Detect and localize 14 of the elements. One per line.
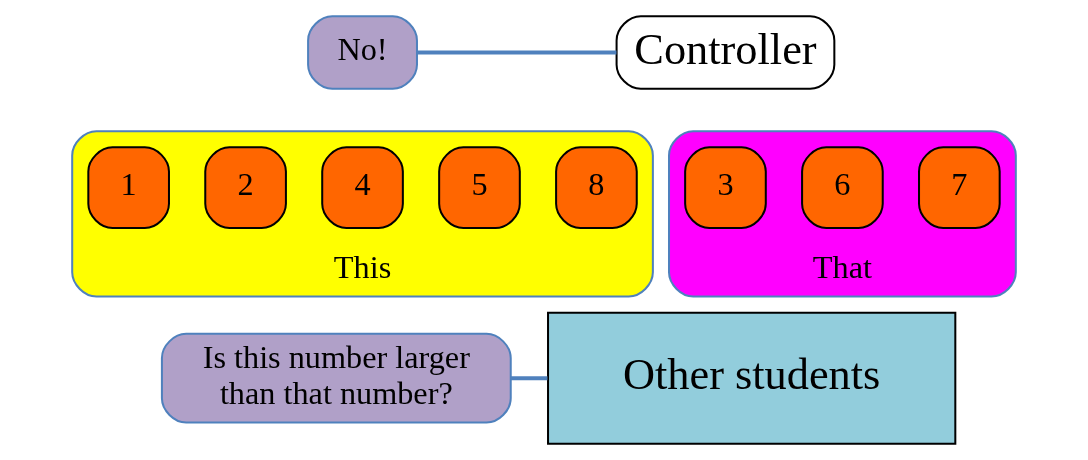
node-box: 3: [684, 146, 767, 229]
node-box: No!: [307, 15, 418, 90]
node-box: 6: [801, 146, 884, 229]
node-box: 8: [555, 146, 638, 229]
node-box: 5: [438, 146, 521, 229]
node-box: 7: [918, 146, 1001, 229]
connector: [510, 376, 548, 381]
connector: [417, 50, 617, 55]
node-box: 4: [321, 146, 404, 229]
node-box: 2: [204, 146, 287, 229]
node-box: Is this number larger than that number?: [160, 332, 512, 424]
node-box: Other students: [547, 311, 957, 445]
node-box: 1: [87, 146, 170, 229]
node-box: Controller: [615, 15, 836, 90]
